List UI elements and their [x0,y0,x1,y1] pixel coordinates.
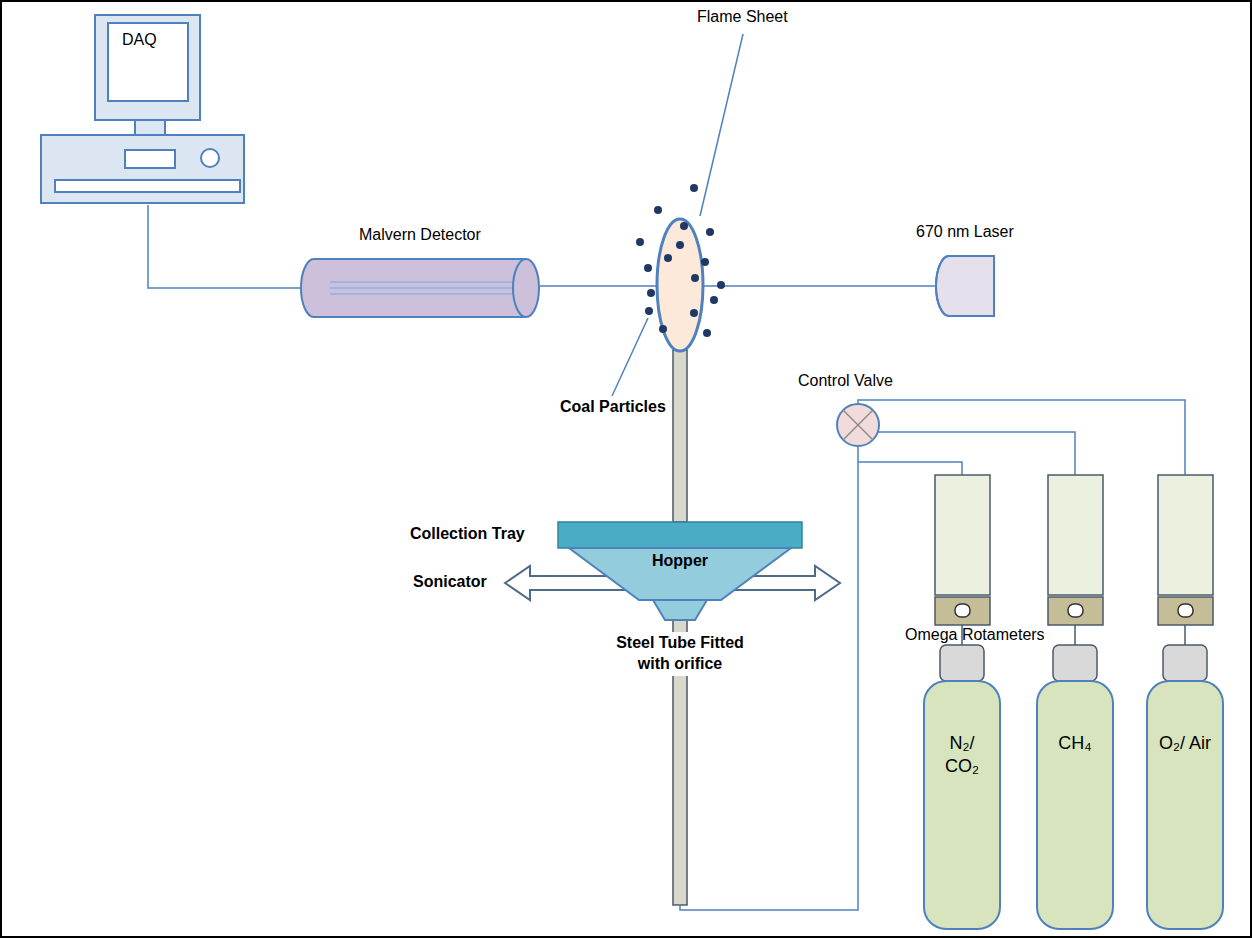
connector [148,205,300,288]
collection-tray [558,522,802,548]
node-label: Hopper [652,552,708,570]
node-label: N₂/ CO₂ [931,732,993,777]
cylinder-caps [940,645,1207,681]
steel-tube-label: Steel Tube Fitted with orifice [611,632,749,676]
gas-cylinder-outline [923,680,1001,930]
sonicator-label: Sonicator [413,573,487,591]
leader-line [700,34,743,216]
gas-line [858,400,1185,475]
gas-cylinder: CH₄ [1036,680,1114,930]
gas-cylinder-outline [1146,680,1224,930]
node-label: 670 nm Laser [916,223,1014,241]
feed-pipe [680,447,858,910]
laser-outline [935,255,995,317]
rotameters [935,475,1213,645]
node-label: CH₄ [1044,732,1106,755]
malvern-detector-outline [300,258,540,318]
node-label: Malvern Detector [359,226,481,244]
collection-tray-label: Collection Tray [410,525,525,543]
connector [540,285,935,287]
hopper: Hopper [569,548,791,620]
coal-particles-label: Coal Particles [560,398,666,416]
malvern-detector: Malvern Detector [300,258,540,318]
gas-cylinder: O₂/ Air [1146,680,1224,930]
upper-tube [673,350,687,522]
node-label: DAQ [122,31,157,49]
gas-line [858,462,962,475]
node-label: O₂/ Air [1154,732,1216,755]
control-valve-label: Control Valve [798,372,893,390]
rotameters-label: Omega Rotameters [905,626,1045,644]
coal-particles [636,184,725,337]
control-valve [837,404,879,446]
leader-line [612,318,648,396]
gas-cylinder-outline [1036,680,1114,930]
computer: DAQ [40,15,245,205]
flame-sheet [657,219,703,351]
laser: 670 nm Laser [935,255,995,317]
gas-cylinder: N₂/ CO₂ [923,680,1001,930]
gas-line [876,432,1075,475]
flame-sheet-label: Flame Sheet [697,8,788,26]
